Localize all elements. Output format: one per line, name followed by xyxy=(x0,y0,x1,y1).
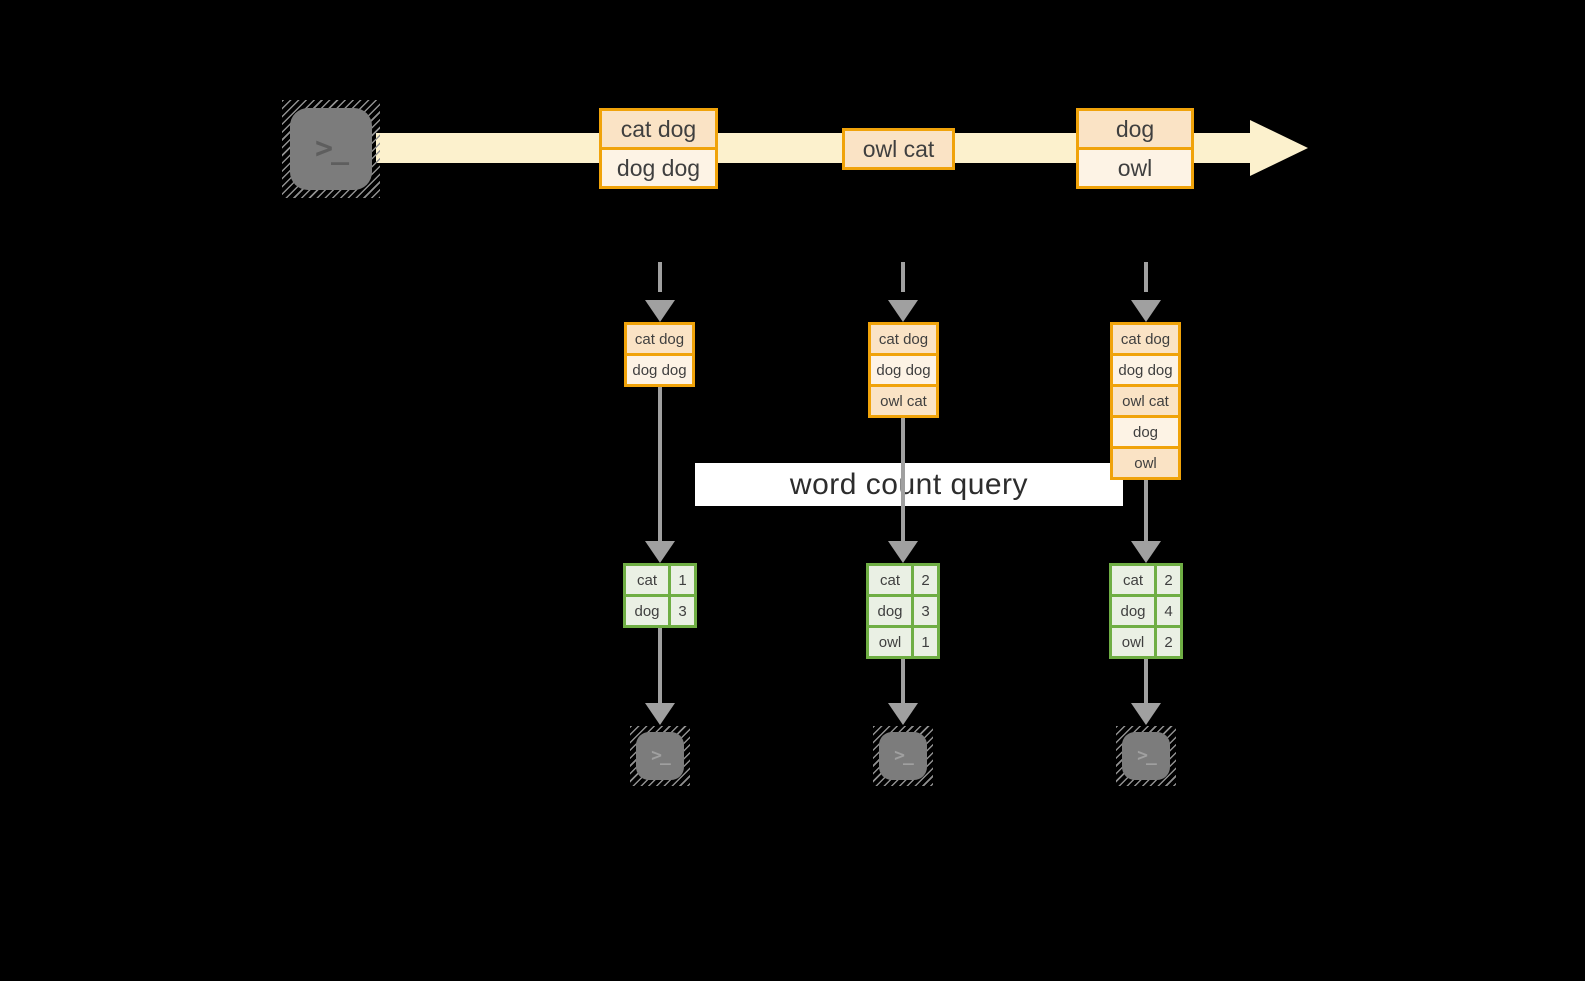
output-arrow-line xyxy=(658,628,662,703)
count-cell: 3 xyxy=(914,597,937,625)
query-arrow-line xyxy=(1144,480,1148,541)
ingest-arrowhead-icon xyxy=(888,300,918,322)
output-terminal-icon-2: >_ xyxy=(873,726,933,786)
ingest-arrow-dash xyxy=(1144,262,1148,292)
query-label: word count query xyxy=(789,467,1029,501)
word-count-table-3: cat 2 dog 4 owl 2 xyxy=(1109,563,1183,659)
event-stream-arrowhead-icon xyxy=(1250,120,1308,176)
count-cell: 3 xyxy=(671,597,694,625)
word-cell: dog xyxy=(1112,597,1154,625)
output-arrowhead-icon xyxy=(888,703,918,725)
buffer-row: owl cat xyxy=(871,387,936,415)
message-buffer-stack-3: cat dog dog dog owl cat dog owl xyxy=(1110,322,1181,480)
output-arrow-line xyxy=(1144,659,1148,703)
stream-message-box-3: dog owl xyxy=(1076,108,1194,189)
count-cell: 1 xyxy=(671,566,694,594)
output-terminal-icon-3: >_ xyxy=(1116,726,1176,786)
query-label-band: word count query xyxy=(695,463,1123,506)
query-arrowhead-icon xyxy=(888,541,918,563)
buffer-row: dog dog xyxy=(627,356,692,384)
count-cell: 2 xyxy=(1157,566,1180,594)
stream-message-box-2: owl cat xyxy=(842,128,955,170)
ingest-arrowhead-icon xyxy=(645,300,675,322)
output-terminal-icon-1: >_ xyxy=(630,726,690,786)
terminal-prompt-glyph: >_ xyxy=(1137,745,1157,766)
buffer-row: dog dog xyxy=(1113,356,1178,384)
word-cell: dog xyxy=(869,597,911,625)
terminal-prompt-glyph: >_ xyxy=(894,745,914,766)
output-arrow-line xyxy=(901,659,905,703)
query-arrowhead-icon xyxy=(645,541,675,563)
terminal-prompt-glyph: >_ xyxy=(651,745,671,766)
message-text: dog xyxy=(1079,111,1191,147)
query-arrowhead-icon xyxy=(1131,541,1161,563)
output-arrowhead-icon xyxy=(1131,703,1161,725)
word-count-table-2: cat 2 dog 3 owl 1 xyxy=(866,563,940,659)
buffer-row: cat dog xyxy=(1113,325,1178,353)
terminal-screen: >_ xyxy=(879,732,927,780)
word-cell: owl xyxy=(1112,628,1154,656)
count-cell: 2 xyxy=(1157,628,1180,656)
terminal-screen: >_ xyxy=(1122,732,1170,780)
word-cell: dog xyxy=(626,597,668,625)
count-cell: 2 xyxy=(914,566,937,594)
terminal-screen: >_ xyxy=(290,108,372,190)
word-cell: cat xyxy=(1112,566,1154,594)
ingest-arrow-dash xyxy=(658,262,662,292)
message-text: dog dog xyxy=(602,150,715,186)
word-count-table-1: cat 1 dog 3 xyxy=(623,563,697,628)
message-buffer-stack-2: cat dog dog dog owl cat xyxy=(868,322,939,418)
word-cell: cat xyxy=(626,566,668,594)
buffer-row: dog xyxy=(1113,418,1178,446)
stream-message-box-1: cat dog dog dog xyxy=(599,108,718,189)
buffer-row: cat dog xyxy=(627,325,692,353)
terminal-screen: >_ xyxy=(636,732,684,780)
count-cell: 1 xyxy=(914,628,937,656)
word-cell: cat xyxy=(869,566,911,594)
word-cell: owl xyxy=(869,628,911,656)
terminal-prompt-glyph: >_ xyxy=(314,131,349,166)
source-terminal-icon: >_ xyxy=(282,100,380,198)
buffer-row: owl cat xyxy=(1113,387,1178,415)
buffer-row: owl xyxy=(1113,449,1178,477)
message-text: cat dog xyxy=(602,111,715,147)
query-arrow-line xyxy=(901,418,905,541)
ingest-arrowhead-icon xyxy=(1131,300,1161,322)
buffer-row: cat dog xyxy=(871,325,936,353)
buffer-row: dog dog xyxy=(871,356,936,384)
ingest-arrow-dash xyxy=(901,262,905,292)
message-text: owl xyxy=(1079,150,1191,186)
message-buffer-stack-1: cat dog dog dog xyxy=(624,322,695,387)
output-arrowhead-icon xyxy=(645,703,675,725)
message-text: owl cat xyxy=(845,131,952,167)
count-cell: 4 xyxy=(1157,597,1180,625)
query-arrow-line xyxy=(658,387,662,541)
